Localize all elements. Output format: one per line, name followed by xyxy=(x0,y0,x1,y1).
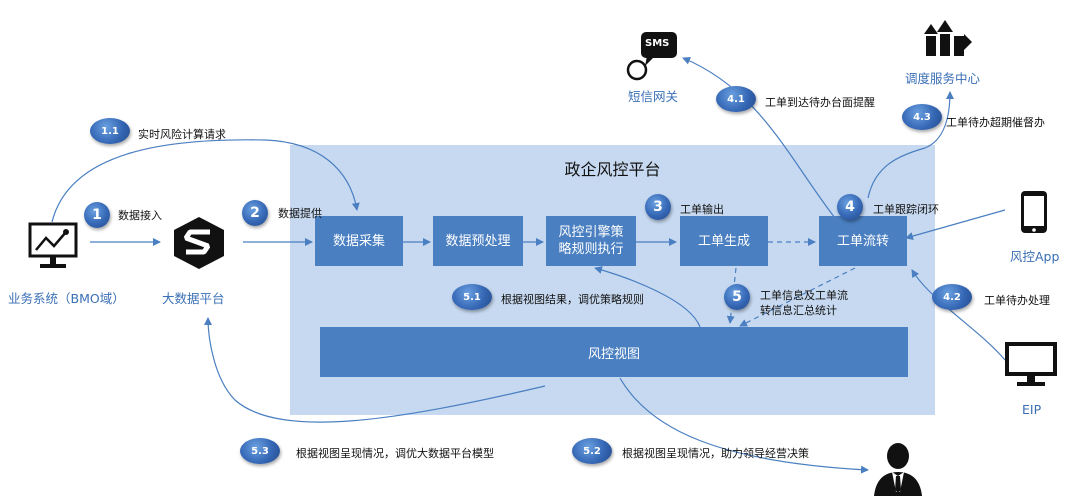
badge-step-4: 4 xyxy=(837,194,863,220)
label-step-5-2: 根据视图呈现情况，助力领导经营决策 xyxy=(622,447,809,460)
badge-step-1-1: 1.1 xyxy=(90,118,130,144)
badge-step-4-1: 4.1 xyxy=(716,86,756,112)
business-system-icon xyxy=(28,222,78,268)
label-step-4-1: 工单到达待办台面提醒 xyxy=(765,96,875,109)
eip-monitor-icon xyxy=(1005,342,1057,386)
line-flow-to-view xyxy=(739,267,856,327)
badge-step-1: 1 xyxy=(84,202,110,228)
label-step-5-3: 根据视图呈现情况，调优大数据平台模型 xyxy=(296,447,494,460)
bigdata-platform-icon xyxy=(174,217,224,269)
label-sms-gateway: 短信网关 xyxy=(628,89,679,104)
badge-step-3: 3 xyxy=(645,194,671,220)
box-risk-engine: 风控引擎策略规则执行 xyxy=(546,216,636,266)
label-step-5-line2: 转信息汇总统计 xyxy=(760,304,837,317)
label-step-1-1: 实时风险计算请求 xyxy=(138,128,226,141)
label-step-2: 数据提供 xyxy=(278,207,322,220)
leader-person-icon xyxy=(874,443,922,496)
box-data-preprocess: 数据预处理 xyxy=(433,216,523,266)
line-eip-flow xyxy=(911,269,1006,361)
label-eip: EIP xyxy=(1022,402,1042,417)
arc-realtime-request xyxy=(51,139,360,223)
box-ticket-generate: 工单生成 xyxy=(680,216,768,266)
badge-step-4-2: 4.2 xyxy=(932,284,972,310)
box-risk-view: 风控视图 xyxy=(320,327,908,377)
label-dispatch-center: 调度服务中心 xyxy=(905,71,981,86)
arc-sms-remind xyxy=(682,56,836,219)
label-step-4-3: 工单待办超期催督办 xyxy=(946,116,1045,129)
badge-step-4-3: 4.3 xyxy=(902,104,942,130)
badge-step-5-1: 5.1 xyxy=(452,284,492,310)
line-app-flow xyxy=(905,209,1006,240)
badge-step-2: 2 xyxy=(242,200,268,226)
label-step-5-1: 根据视图结果，调优策略规则 xyxy=(501,293,644,306)
badge-step-5-2: 5.2 xyxy=(572,438,612,464)
arc-leader-decision xyxy=(619,377,869,474)
sms-gateway-icon xyxy=(626,32,677,81)
label-step-1: 数据接入 xyxy=(118,209,162,222)
mobile-app-icon xyxy=(1021,191,1047,233)
box-ticket-flow: 工单流转 xyxy=(819,216,907,266)
label-bmo: 业务系统（BMO域） xyxy=(8,291,125,306)
label-step-5-line1: 工单信息及工单流 xyxy=(760,289,848,302)
sms-icon-text: SMS xyxy=(645,38,670,49)
label-risk-app: 风控App xyxy=(1010,249,1060,264)
label-step-3: 工单输出 xyxy=(680,203,724,216)
badge-step-5-3: 5.3 xyxy=(240,438,280,464)
arc-tune-bigdata xyxy=(204,317,546,423)
box-data-collect: 数据采集 xyxy=(315,216,403,266)
label-bigdata: 大数据平台 xyxy=(162,291,225,306)
arc-tune-rules xyxy=(594,266,701,328)
label-step-4: 工单跟踪闭环 xyxy=(873,203,939,216)
platform-title: 政企风控平台 xyxy=(564,160,661,179)
label-step-4-2: 工单待办处理 xyxy=(984,294,1050,307)
arc-overdue xyxy=(867,91,954,199)
dispatch-center-icon xyxy=(924,20,972,56)
badge-step-5: 5 xyxy=(724,284,750,310)
